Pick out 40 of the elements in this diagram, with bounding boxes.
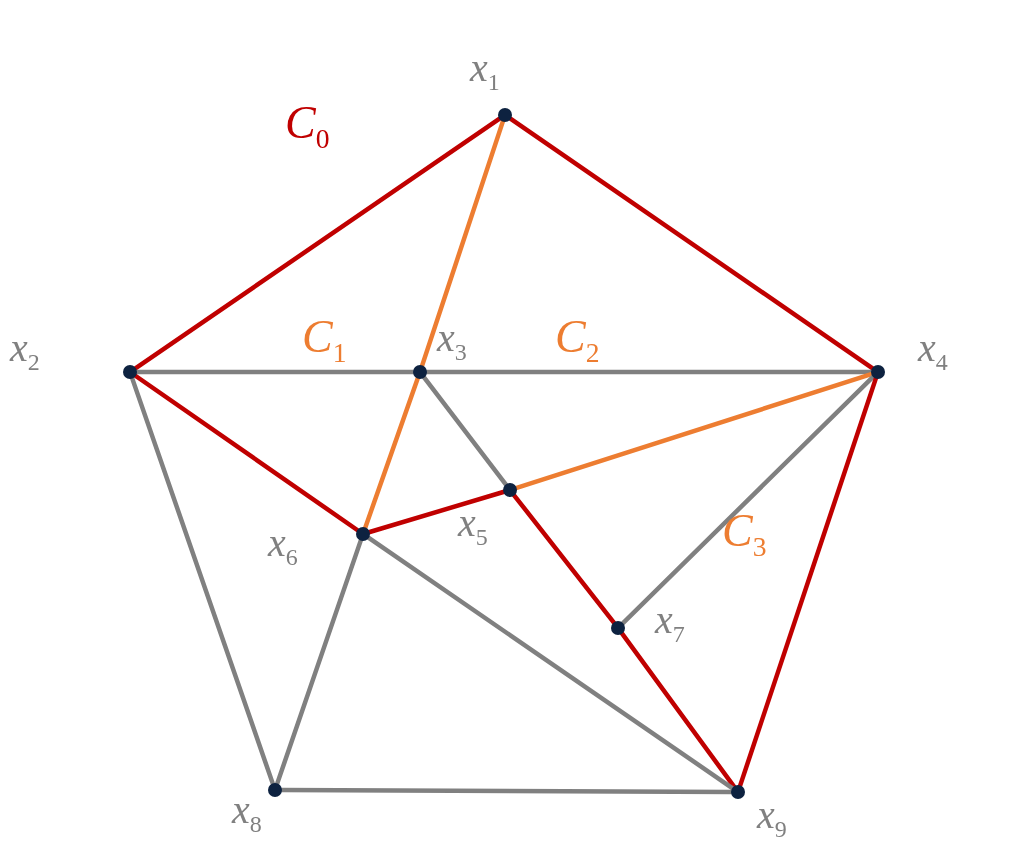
graph-edge	[419, 119, 506, 368]
graph-edge	[366, 535, 735, 791]
cycle-label: C$_{0}$	[285, 100, 330, 153]
graph-edge	[279, 787, 734, 795]
graph-edge	[275, 538, 363, 786]
graph-edge	[133, 373, 360, 533]
vertex-label: x$_{5}$	[458, 503, 488, 549]
vertex-dot	[498, 108, 512, 122]
vertex-label: x$_{7}$	[655, 600, 685, 646]
vertex-label: x$_{1}$	[470, 48, 500, 94]
vertex-dot	[611, 621, 625, 635]
graph-edge	[620, 374, 876, 626]
graph-edge	[737, 376, 879, 788]
vertex-label: x$_{2}$	[10, 328, 40, 374]
vertex-dot	[503, 483, 517, 497]
vertex-label: x$_{6}$	[268, 523, 298, 569]
graph-edge	[508, 116, 875, 371]
vertex-label: x$_{8}$	[232, 790, 262, 836]
graph-edge	[512, 493, 616, 625]
graph-edge	[424, 369, 874, 375]
vertex-dot	[731, 785, 745, 799]
graph-edge	[619, 631, 737, 789]
vertex-label: x$_{3}$	[437, 318, 467, 364]
cycle-label: C$_{3}$	[722, 508, 767, 561]
vertex-dot	[871, 365, 885, 379]
graph-edge	[367, 489, 506, 535]
vertex-label: x$_{9}$	[757, 795, 787, 841]
vertex-label: x$_{4}$	[918, 328, 948, 374]
vertex-dot	[123, 365, 137, 379]
graph-edge	[133, 116, 502, 371]
graph-edge	[514, 371, 874, 491]
vertex-dot	[413, 365, 427, 379]
vertex-dot	[356, 527, 370, 541]
vertex-dot	[268, 783, 282, 797]
graph-edge	[130, 376, 275, 786]
graph-edge	[134, 369, 416, 375]
cycle-label: C$_{1}$	[302, 314, 347, 367]
graph-edge	[422, 375, 508, 487]
graph-edge	[363, 376, 420, 530]
cycle-label: C$_{2}$	[555, 314, 600, 367]
